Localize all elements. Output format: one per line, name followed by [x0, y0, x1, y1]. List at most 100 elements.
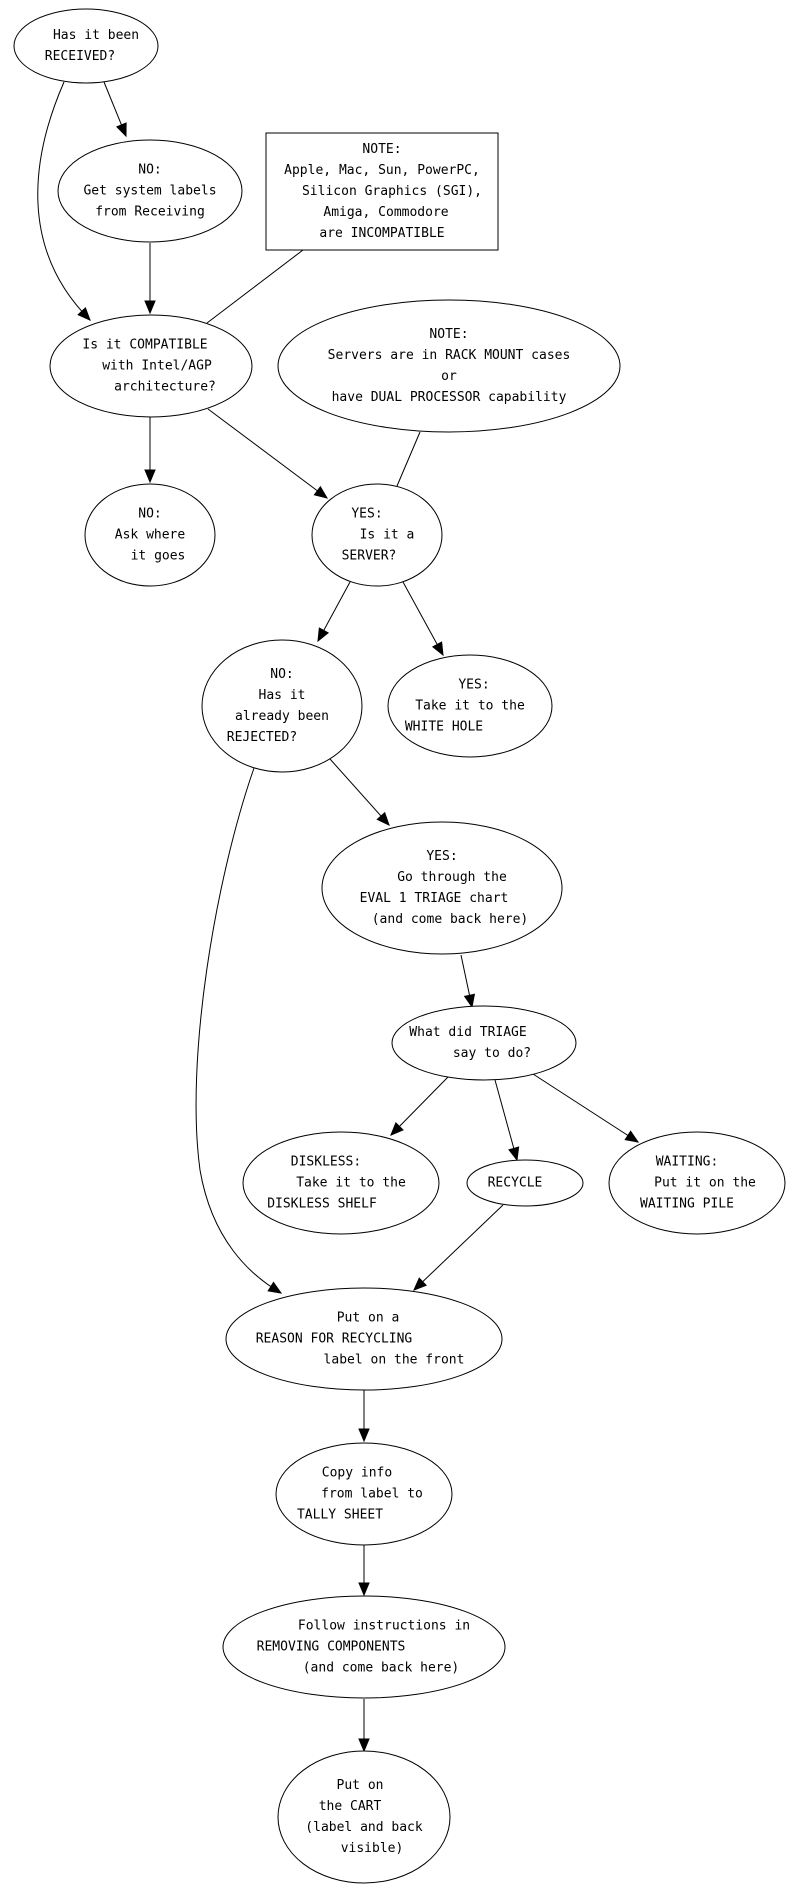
connector-arrow	[390, 1076, 449, 1136]
node-label-line: What did TRIAGE	[409, 1025, 526, 1040]
node-label-line: Apple, Mac, Sun, PowerPC,	[284, 163, 480, 178]
node-label-line: Go through the	[397, 870, 507, 885]
node-label-line: YES:	[426, 849, 457, 864]
node-label-line: Take it to the	[415, 699, 525, 714]
node-label-line: WAITING PILE	[640, 1197, 734, 1212]
connector-arrow	[207, 408, 328, 499]
edges-layer	[37, 81, 640, 1753]
node-ellipse	[275, 1442, 453, 1546]
arrowhead-icon	[358, 1738, 370, 1753]
connector-arrow	[532, 1073, 639, 1143]
node-label-line: Take it to the	[296, 1176, 406, 1191]
node-server-note: NOTE:Servers are in RACK MOUNT casesorha…	[277, 299, 621, 433]
node-label-line: with Intel/AGP	[102, 359, 212, 374]
connector-arrow	[494, 1079, 518, 1161]
node-label-line: SERVER?	[342, 549, 397, 564]
edge-reason-label-to-tally-sheet	[358, 1390, 370, 1443]
node-label-line: DISKLESS:	[291, 1155, 361, 1170]
node-label-line: Servers are in RACK MOUNT cases	[328, 348, 571, 363]
node-label-line: from Receiving	[95, 205, 205, 220]
edge-compatible-to-is-server	[207, 408, 329, 499]
node-ellipse	[311, 483, 443, 587]
node-label-line: from label to	[321, 1487, 423, 1502]
node-label-line: already been	[235, 709, 329, 724]
edge-triage-say-to-diskless	[390, 1076, 449, 1136]
node-label-line: Follow instructions in	[298, 1619, 470, 1634]
node-label-line: WHITE HOLE	[405, 720, 483, 735]
node-ellipse	[242, 1131, 440, 1235]
edge-received-to-get-labels	[103, 81, 127, 138]
arrowhead-icon	[376, 811, 390, 826]
node-label-line: TALLY SHEET	[297, 1508, 383, 1523]
node-label-line: Copy info	[322, 1466, 392, 1481]
node-label-line: visible)	[341, 1841, 404, 1856]
arrowhead-icon	[463, 993, 476, 1009]
connector-arrow	[37, 81, 91, 321]
node-label-line: Is it COMPATIBLE	[82, 338, 207, 353]
edge-server-note-to-is-server	[396, 431, 421, 487]
node-label-line: are INCOMPATIBLE	[319, 226, 444, 241]
node-label-line: YES:	[458, 678, 489, 693]
arrowhead-icon	[144, 300, 156, 315]
node-ellipse	[466, 1159, 584, 1207]
edge-received-to-compatible	[37, 81, 91, 321]
node-label-line: NO:	[138, 163, 161, 178]
edge-compatible-to-ask-where	[144, 417, 156, 484]
node-label-line: (and come back here)	[303, 1661, 460, 1676]
node-label-line: NOTE:	[362, 142, 401, 157]
edge-is-server-to-rejected	[317, 581, 351, 643]
node-ellipse	[321, 821, 563, 955]
node-ellipse	[391, 1005, 577, 1081]
node-label-line: or	[441, 369, 457, 384]
node-label-line: (and come back here)	[372, 912, 529, 927]
node-label-line: DISKLESS SHELF	[267, 1197, 377, 1212]
node-ellipse	[57, 139, 243, 243]
arrowhead-icon	[115, 122, 127, 138]
node-ellipse	[201, 639, 363, 773]
node-label-line: REMOVING COMPONENTS	[257, 1640, 406, 1655]
arrowhead-icon	[390, 1122, 404, 1136]
arrowhead-icon	[77, 306, 91, 321]
edge-removing-components-to-cart	[358, 1699, 370, 1753]
node-ellipse	[608, 1131, 786, 1235]
connector-arrow	[329, 758, 390, 826]
node-label-line: architecture?	[114, 380, 216, 395]
edge-rejected-to-reason-label	[195, 767, 283, 1294]
arrowhead-icon	[267, 1281, 283, 1294]
connector-arrow	[195, 767, 282, 1294]
node-label-line: it goes	[131, 549, 186, 564]
edge-triage-say-to-recycle	[494, 1079, 520, 1162]
node-label-line: label on the front	[324, 1353, 465, 1368]
node-label-line: (label and back	[305, 1820, 423, 1835]
edge-rejected-to-eval-triage	[329, 758, 390, 826]
node-label-line: RECEIVED?	[45, 49, 115, 64]
node-ellipse	[277, 299, 621, 433]
node-triage-say: What did TRIAGE say to do?	[391, 1005, 577, 1081]
note-box	[265, 132, 499, 251]
node-label-line: say to do?	[453, 1046, 531, 1061]
node-ellipse	[277, 1750, 451, 1884]
node-ellipse	[387, 654, 553, 758]
edge-is-server-to-white-hole	[402, 581, 444, 657]
node-label-line: Ask where	[115, 528, 186, 543]
node-label-line: Put on	[337, 1778, 384, 1793]
node-removing-components: Follow instructions in REMOVING COMPONENT…	[222, 1595, 506, 1699]
arrowhead-icon	[358, 1428, 370, 1443]
node-label-line: Amiga, Commodore	[323, 205, 448, 220]
node-label-line: RECYCLE	[488, 1176, 543, 1191]
connector-arrow	[413, 1204, 504, 1291]
node-ellipse	[84, 483, 216, 587]
arrowhead-icon	[431, 641, 444, 657]
arrowhead-icon	[144, 469, 156, 484]
connector-arrow	[402, 581, 444, 656]
